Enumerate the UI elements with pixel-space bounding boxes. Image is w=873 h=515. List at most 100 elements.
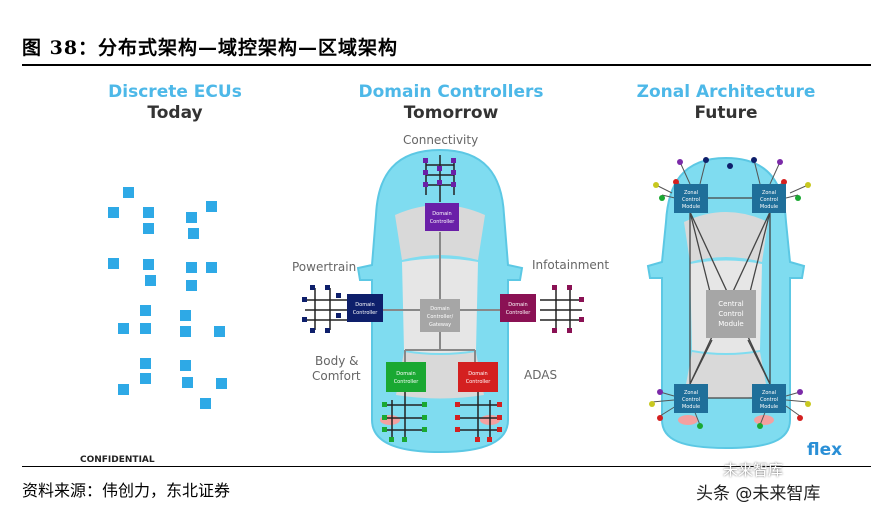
figure-title: 图 38：分布式架构—域控架构—区域架构 (22, 37, 399, 59)
module-label: Module (682, 204, 700, 210)
module-label: Module (760, 204, 778, 210)
zonal-car-windshield (684, 212, 768, 262)
module-label: Zonal (762, 190, 776, 196)
powertrain-harness (305, 288, 348, 330)
label-adas: ADAS (524, 368, 558, 382)
ecu-block (206, 201, 217, 212)
column-subheading: Tomorrow (403, 103, 499, 123)
ecu-block (140, 373, 151, 384)
ecu-block (118, 323, 129, 334)
zonal-module-front-right: Zonal Control Module (752, 184, 786, 213)
body-nodes (382, 402, 427, 442)
confidential-mark: CONFIDENTIAL (80, 455, 155, 465)
module-label: Zonal (684, 390, 698, 396)
ecu-block (180, 310, 191, 321)
title-rule (22, 64, 871, 66)
gateway-label: Gateway (429, 322, 451, 328)
zonal-module-rear-right: Zonal Control Module (752, 384, 786, 413)
ecu-block (188, 228, 199, 239)
infotainment-nodes (552, 285, 584, 333)
infotainment-controller: Domain Controller (500, 294, 536, 322)
ecu-block (206, 262, 217, 273)
column-subheading: Future (694, 103, 758, 123)
zonal-module-front-left: Zonal Control Module (674, 184, 708, 213)
ecu-block (180, 360, 191, 371)
ecu-block (145, 275, 156, 286)
controller-label: Controller (506, 310, 532, 316)
ecu-block (108, 207, 119, 218)
label-body-comfort: Comfort (312, 369, 361, 383)
column-subheading: Today (147, 103, 203, 123)
tail-light (754, 415, 774, 425)
module-label: Module (760, 404, 778, 410)
ecu-block (186, 262, 197, 273)
flex-logo: flex (807, 440, 843, 460)
infotainment-harness (540, 288, 582, 330)
controller-label: Domain (468, 371, 487, 377)
label-connectivity: Connectivity (403, 133, 479, 147)
adas-nodes (455, 402, 502, 442)
module-label: Zonal (684, 190, 698, 196)
controller-label: Domain (396, 371, 415, 377)
connectivity-controller: Domain Controller (425, 203, 459, 231)
ecu-block (143, 207, 154, 218)
module-label: Module (682, 404, 700, 410)
connectivity-nodes (423, 158, 456, 187)
watermark: 未来智库 (723, 461, 784, 479)
label-powertrain: Powertrain (292, 260, 357, 274)
ecu-block (140, 323, 151, 334)
column-heading: Discrete ECUs (108, 82, 242, 102)
tail-light (678, 415, 698, 425)
module-label: Control (682, 197, 700, 203)
controller-label: Controller (394, 379, 420, 385)
module-label: Control (760, 197, 778, 203)
ecu-block (186, 280, 197, 291)
figure-source: 资料来源：伟创力，东北证券 (22, 481, 231, 500)
zonal-sensor-links (651, 159, 809, 426)
module-label: Zonal (762, 390, 776, 396)
central-label: Control (718, 310, 743, 318)
domain-wiring (382, 232, 500, 362)
zonal-sensors (649, 157, 811, 429)
controller-label: Controller (353, 310, 379, 316)
column-heading: Zonal Architecture (636, 82, 816, 102)
powertrain-controller: Domain Controller (347, 294, 383, 322)
label-infotainment: Infotainment (532, 258, 610, 272)
gateway-label: Controller/ (427, 314, 454, 320)
controller-label: Domain (355, 302, 374, 308)
central-gateway: Domain Controller/ Gateway (420, 299, 460, 332)
controller-label: Controller (466, 379, 492, 385)
watermark: 头条 @未来智库 (696, 484, 821, 504)
column-domain: Domain Controllers Tomorrow (321, 82, 581, 123)
module-label: Control (760, 397, 778, 403)
powertrain-nodes (302, 285, 341, 333)
ecu-block (108, 258, 119, 269)
ecu-block (143, 259, 154, 270)
body-controller: Domain Controller (386, 362, 426, 392)
central-control-module: Central Control Module (706, 290, 756, 338)
central-label: Module (718, 320, 743, 328)
ecu-block (118, 384, 129, 395)
ecu-block (143, 223, 154, 234)
adas-harness (458, 392, 500, 440)
central-label: Central (718, 300, 744, 308)
module-label: Control (682, 397, 700, 403)
ecu-block (216, 378, 227, 389)
source-rule (22, 466, 871, 467)
ecu-block (186, 212, 197, 223)
ecu-block (180, 326, 191, 337)
ecu-block (140, 305, 151, 316)
controller-label: Controller (430, 219, 456, 225)
column-heading: Domain Controllers (358, 82, 544, 102)
column-discrete: Discrete ECUs Today (45, 82, 305, 123)
body-harness (385, 392, 425, 440)
controller-label: Domain (432, 211, 451, 217)
ecu-block (214, 326, 225, 337)
ecu-block (200, 398, 211, 409)
zonal-module-rear-left: Zonal Control Module (674, 384, 708, 413)
ecu-block (140, 358, 151, 369)
ecu-block (182, 377, 193, 388)
column-zonal: Zonal Architecture Future (596, 82, 856, 123)
gateway-label: Domain (430, 306, 449, 312)
